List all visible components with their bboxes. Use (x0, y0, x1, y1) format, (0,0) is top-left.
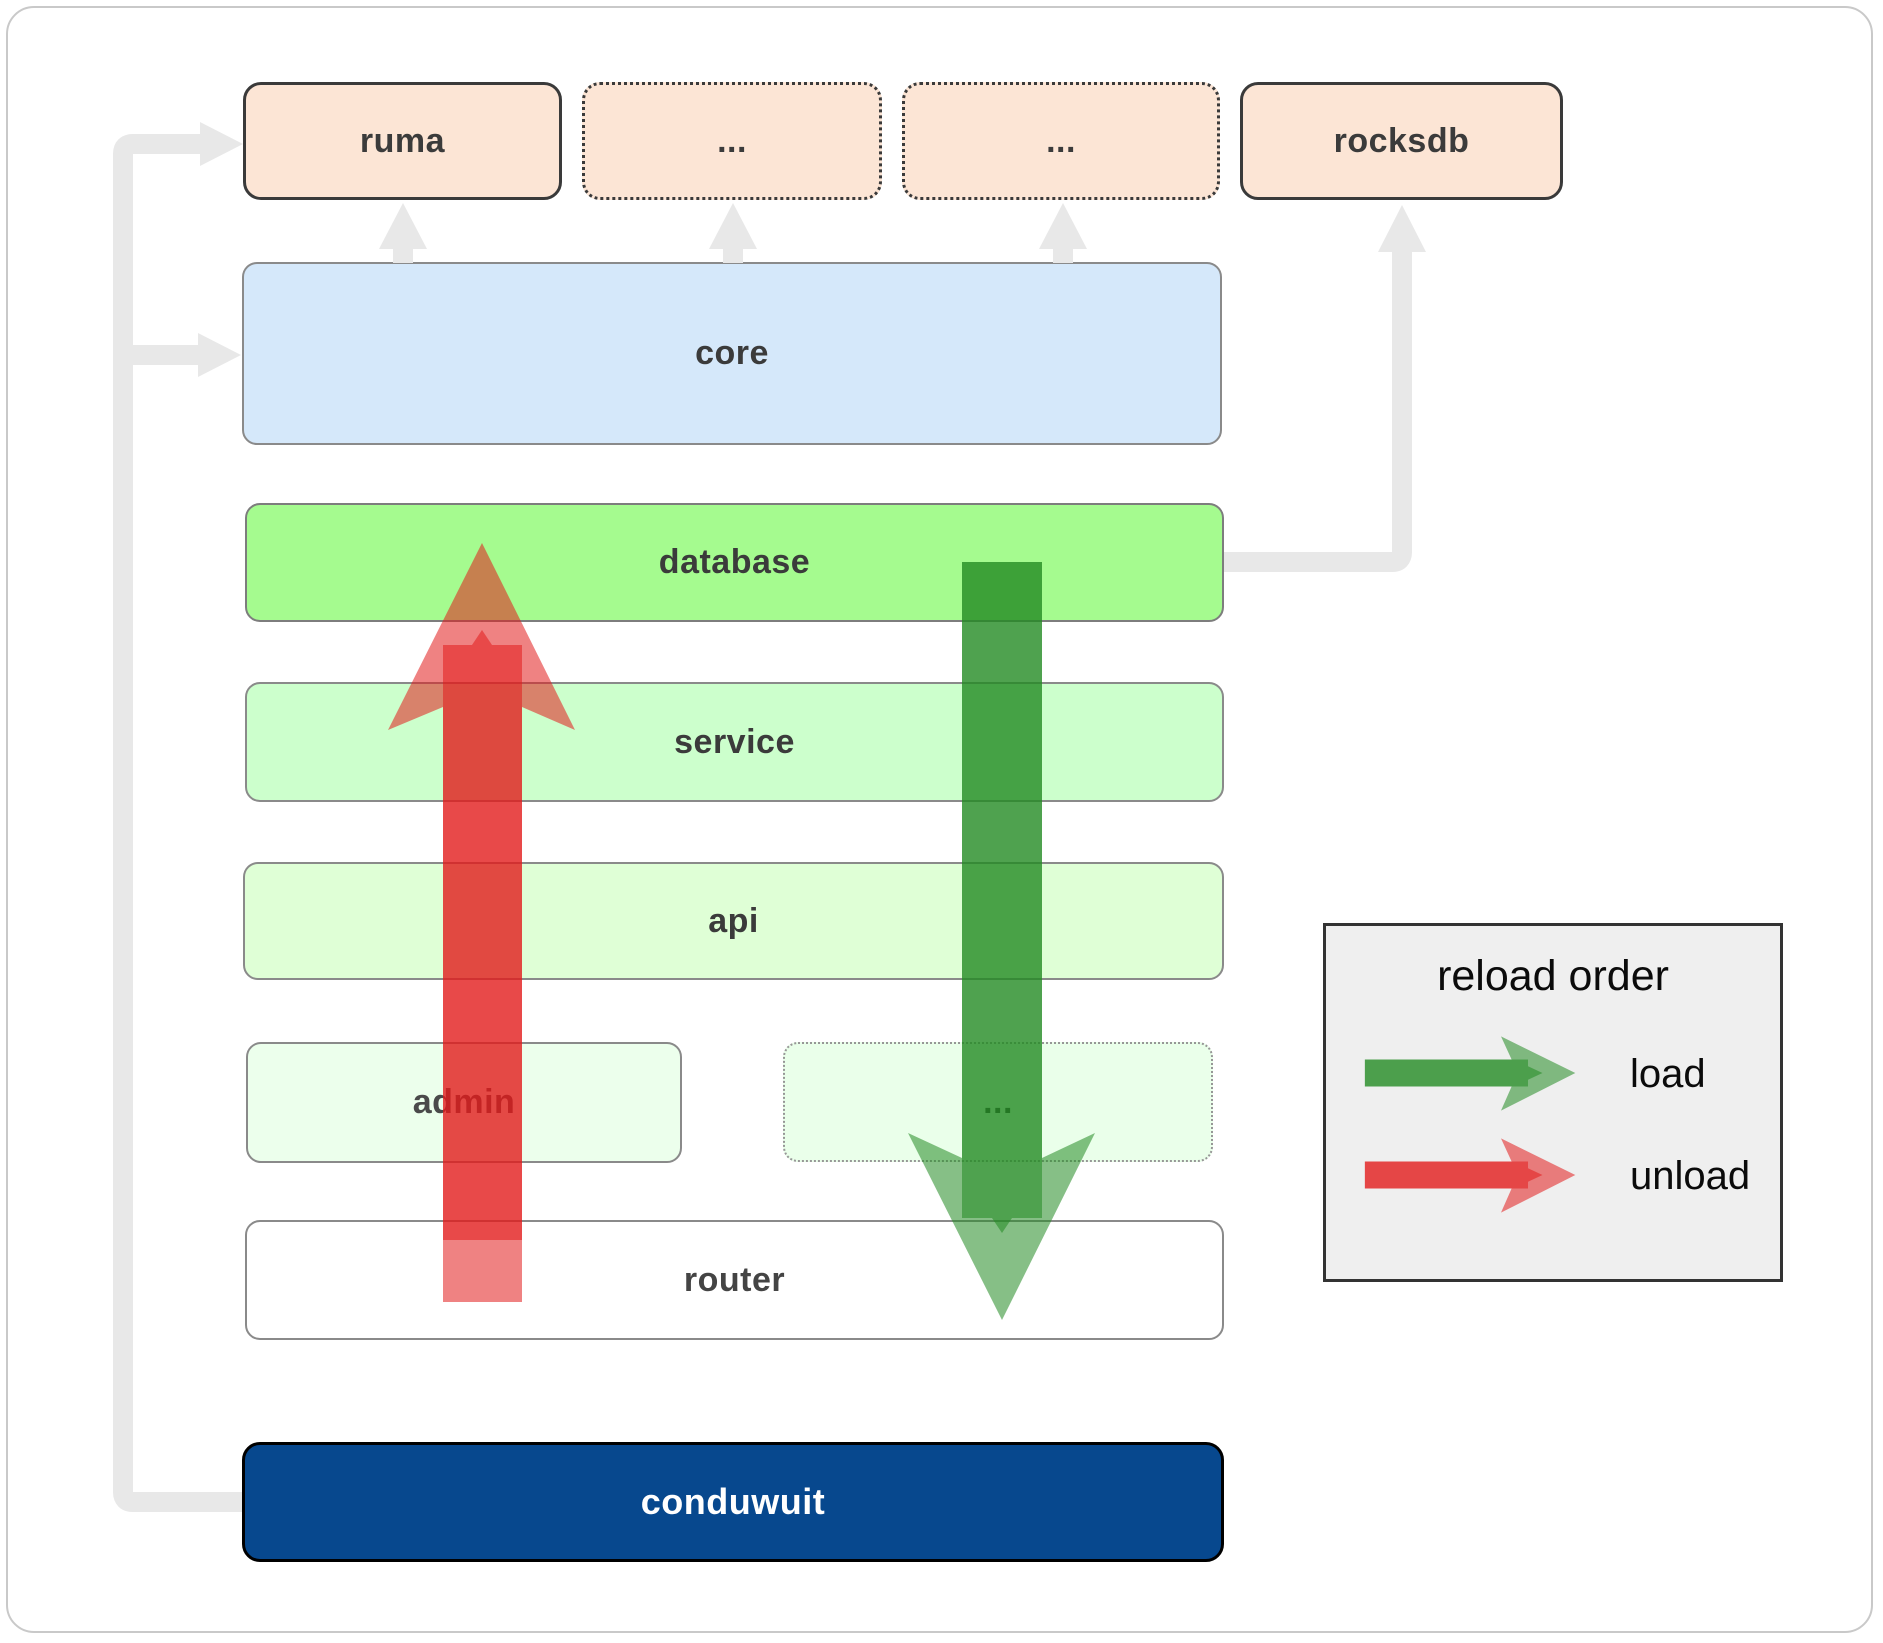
node-router-label: router (683, 1260, 786, 1299)
node-service-label: service (674, 722, 795, 761)
node-router: router (245, 1220, 1224, 1340)
legend-title: reload order (1437, 952, 1669, 1000)
node-ellipsis-middle-label: ... (983, 1082, 1013, 1121)
node-core-label: core (695, 334, 769, 372)
legend-box: reload order load unload (1323, 923, 1783, 1282)
node-rocksdb-label: rocksdb (1333, 121, 1470, 160)
node-conduwuit: conduwuit (242, 1442, 1224, 1562)
node-service: service (245, 682, 1224, 802)
node-ellipsis-middle: ... (783, 1042, 1213, 1162)
node-ellipsis-top-1: ... (582, 82, 882, 200)
node-conduwuit-label: conduwuit (640, 1481, 826, 1522)
node-api-label: api (708, 901, 759, 940)
node-core: core (242, 262, 1222, 445)
node-database-label: database (658, 543, 811, 581)
legend-load-label: load (1630, 1051, 1706, 1096)
node-ruma: ruma (243, 82, 562, 200)
node-admin: admin (246, 1042, 682, 1163)
legend-unload-label: unload (1630, 1153, 1751, 1198)
diagram-frame (6, 6, 1873, 1633)
node-database: database (245, 503, 1224, 622)
node-admin-label: admin (412, 1083, 516, 1121)
legend-item-load: load (1362, 1035, 1780, 1113)
unload-arrow-icon (1364, 1138, 1576, 1213)
node-ellipsis-top-1-label: ... (717, 121, 747, 160)
node-rocksdb: rocksdb (1240, 82, 1563, 200)
node-ruma-label: ruma (359, 121, 446, 160)
load-arrow-icon (1364, 1036, 1576, 1111)
node-ellipsis-top-2-label: ... (1046, 121, 1076, 160)
node-ellipsis-top-2: ... (902, 82, 1220, 200)
legend-item-unload: unload (1362, 1137, 1780, 1215)
node-api: api (243, 862, 1224, 980)
